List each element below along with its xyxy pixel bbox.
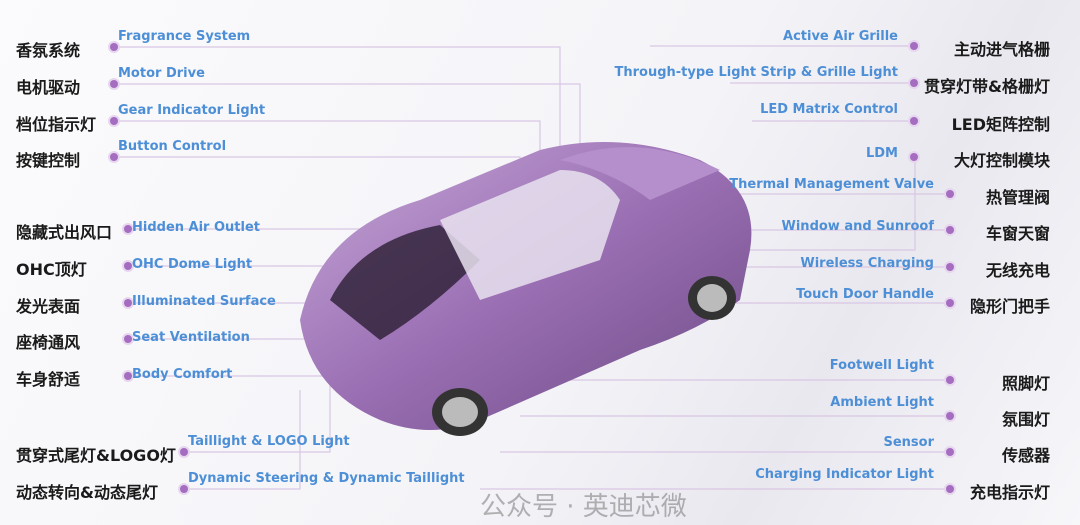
label-en: Footwell Light <box>829 358 934 373</box>
label-en: LED Matrix Control <box>760 102 898 117</box>
hotspot-dot[interactable] <box>910 42 918 50</box>
hotspot-dot[interactable] <box>946 448 954 456</box>
label-en: OHC Dome Light <box>132 257 253 272</box>
hotspot-dot[interactable] <box>946 263 954 271</box>
hotspot-dot[interactable] <box>110 153 118 161</box>
label-en: Through-type Light Strip & Grille Light <box>614 65 899 80</box>
hotspot-dot[interactable] <box>946 190 954 198</box>
label-en: Seat Ventilation <box>132 330 250 345</box>
label-zh: 车身舒适 <box>16 370 81 389</box>
label-en: Body Comfort <box>132 367 233 382</box>
hotspot-dot[interactable] <box>124 372 132 380</box>
label-zh: 充电指示灯 <box>969 483 1050 502</box>
label-en: Illuminated Surface <box>132 294 276 309</box>
label-zh: 发光表面 <box>16 297 81 316</box>
label-zh: 座椅通风 <box>16 333 81 352</box>
hotspot-dot[interactable] <box>910 79 918 87</box>
hotspot-dot[interactable] <box>180 485 188 493</box>
label-zh: 贯穿灯带&格栅灯 <box>924 77 1050 96</box>
label-en: Gear Indicator Light <box>118 103 266 118</box>
label-en: Button Control <box>118 139 227 154</box>
label-zh: 隐形门把手 <box>969 297 1050 316</box>
label-zh: 电机驱动 <box>16 78 81 97</box>
label-en: Sensor <box>883 435 934 450</box>
label-zh: 无线充电 <box>985 261 1050 280</box>
label-zh: LED矩阵控制 <box>951 115 1050 134</box>
hotspot-dot[interactable] <box>180 448 188 456</box>
label-zh: 档位指示灯 <box>16 115 97 134</box>
label-en: Wireless Charging <box>800 256 934 271</box>
label-zh: 贯穿式尾灯&LOGO灯 <box>16 446 176 465</box>
label-en: Fragrance System <box>118 29 251 44</box>
hotspot-dot[interactable] <box>946 376 954 384</box>
label-en: Thermal Management Valve <box>729 177 934 192</box>
hotspot-dot[interactable] <box>124 335 132 343</box>
hotspot-dot[interactable] <box>946 226 954 234</box>
label-zh: 车窗天窗 <box>985 224 1050 243</box>
car-body <box>300 142 752 436</box>
label-zh: 大灯控制模块 <box>953 151 1050 170</box>
label-zh: 氛围灯 <box>1001 410 1050 429</box>
label-en: LDM <box>865 146 898 161</box>
hotspot-dot[interactable] <box>124 262 132 270</box>
label-en: Window and Sunroof <box>781 219 934 234</box>
label-en: Ambient Light <box>830 395 934 410</box>
label-en: Dynamic Steering & Dynamic Taillight <box>188 471 465 486</box>
watermark: 公众号 · 英迪芯微 <box>480 492 687 522</box>
label-en: Motor Drive <box>118 66 205 81</box>
hotspot-dot[interactable] <box>910 117 918 125</box>
hotspot-dot[interactable] <box>946 485 954 493</box>
hotspot-dot[interactable] <box>110 43 118 51</box>
label-zh: 香氛系统 <box>16 41 81 60</box>
label-zh: 传感器 <box>1001 446 1050 465</box>
label-en: Hidden Air Outlet <box>132 220 261 235</box>
label-zh: 隐藏式出风口 <box>16 223 113 242</box>
hotspot-dot[interactable] <box>946 299 954 307</box>
label-zh: 照脚灯 <box>1001 374 1050 393</box>
label-en: Touch Door Handle <box>796 287 934 302</box>
hotspot-dot[interactable] <box>110 117 118 125</box>
label-zh: OHC顶灯 <box>16 260 87 279</box>
label-en: Charging Indicator Light <box>755 467 934 482</box>
hotspot-dot[interactable] <box>124 225 132 233</box>
hotspot-dot[interactable] <box>910 153 918 161</box>
label-zh: 动态转向&动态尾灯 <box>16 483 158 502</box>
hotspot-dot[interactable] <box>946 412 954 420</box>
label-zh: 热管理阀 <box>985 188 1050 207</box>
label-en: Taillight & LOGO Light <box>188 434 350 449</box>
label-en: Active Air Grille <box>783 29 898 44</box>
hotspot-dot[interactable] <box>110 80 118 88</box>
label-zh: 主动进气格栅 <box>953 40 1050 59</box>
label-zh: 按键控制 <box>16 151 81 170</box>
hotspot-dot[interactable] <box>124 299 132 307</box>
